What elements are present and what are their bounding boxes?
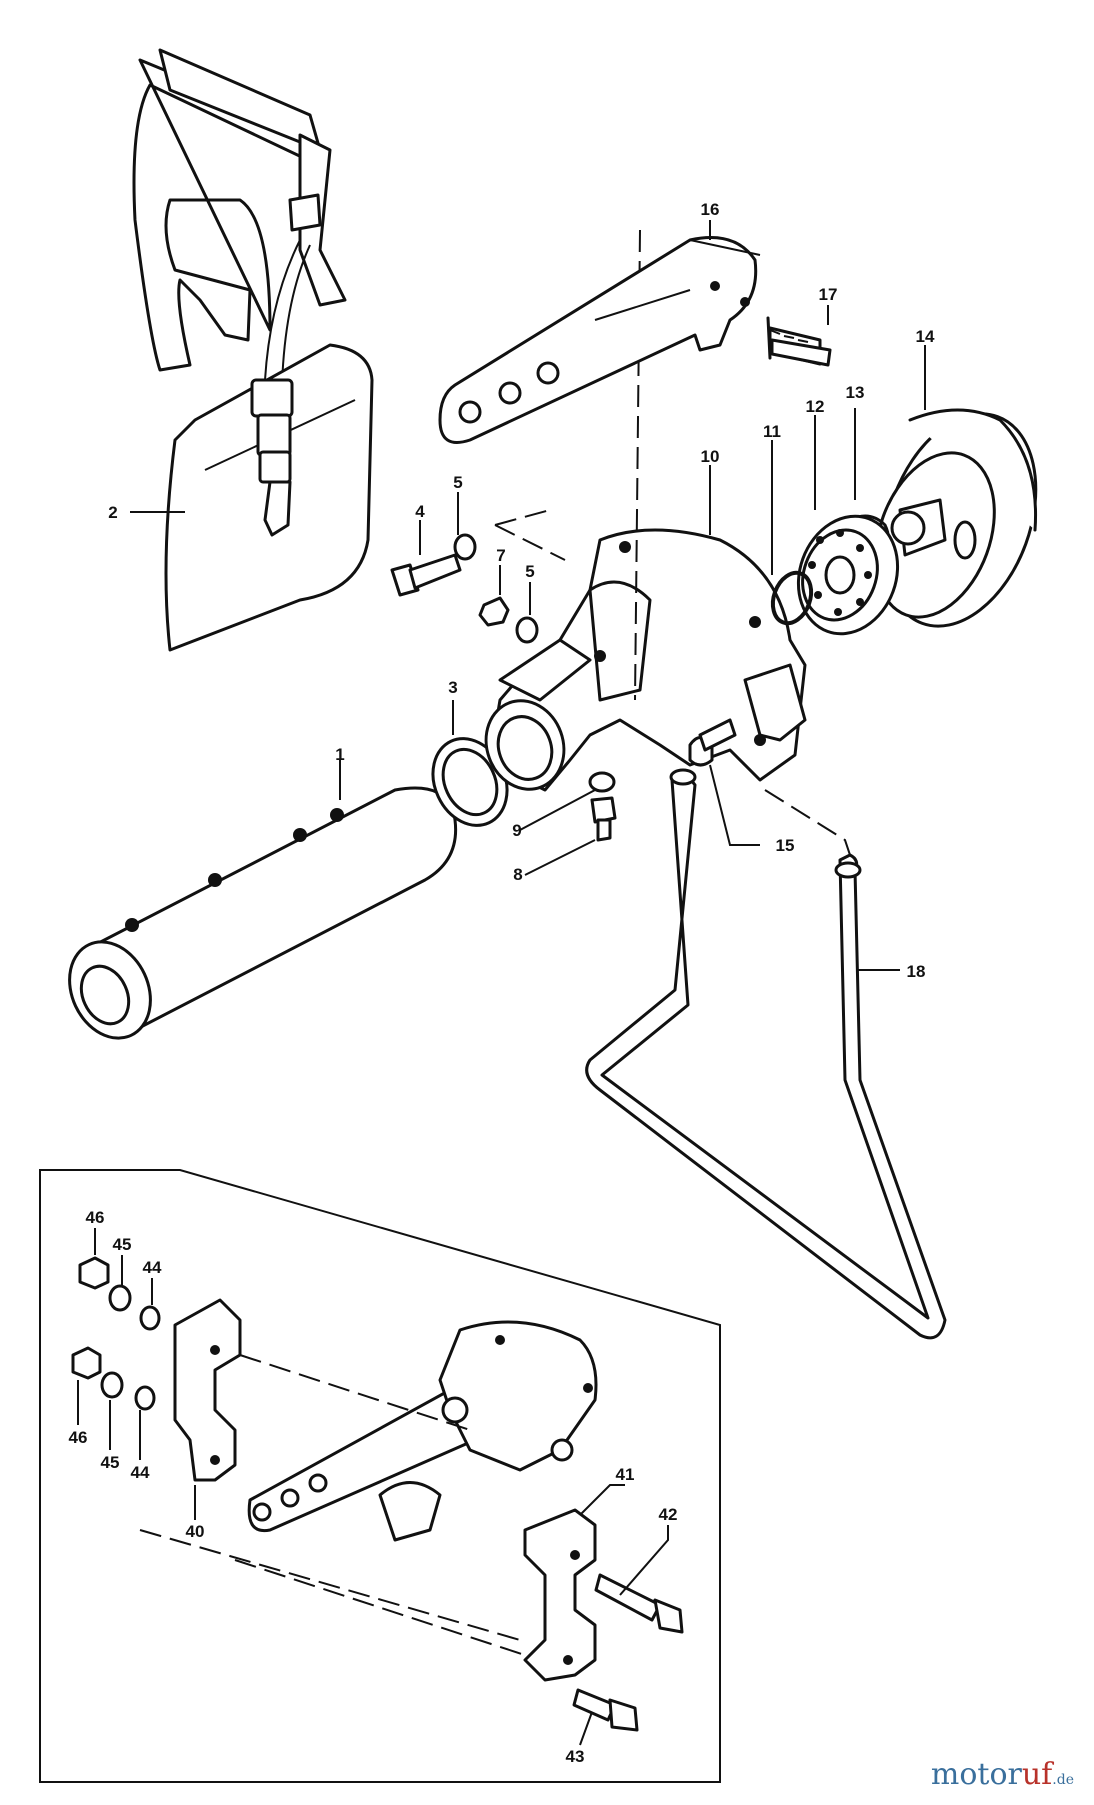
- inset-frame: [39, 1169, 721, 1783]
- watermark-motor: motor: [930, 1757, 1022, 1792]
- callout-14: 14: [916, 327, 935, 346]
- snap-ring: [770, 440, 814, 626]
- callout-7: 7: [496, 546, 505, 565]
- nut-7: [478, 565, 510, 627]
- callout-44b: 44: [131, 1463, 150, 1482]
- callout-17: 17: [819, 285, 838, 304]
- washer-5b: [515, 582, 539, 644]
- callout-45a: 45: [113, 1235, 132, 1254]
- callout-9: 9: [512, 821, 521, 840]
- o-ring: [431, 700, 509, 827]
- watermark-uf: uf: [1021, 1757, 1053, 1792]
- callout-46a: 46: [86, 1208, 105, 1227]
- harness-strap: [130, 48, 374, 652]
- inset-hardware: [71, 1228, 161, 1460]
- clutch-drum: [874, 345, 1038, 628]
- watermark-logo: motoruf.de: [931, 1757, 1074, 1792]
- callout-15: 15: [776, 836, 795, 855]
- callout-4: 4: [415, 502, 425, 521]
- washer-5a: [453, 492, 477, 561]
- handle-bar: [585, 768, 947, 1340]
- bolt-4: [390, 520, 462, 597]
- callout-46b: 46: [69, 1428, 88, 1447]
- bolt-15: [688, 718, 760, 846]
- bolt-43: [572, 1688, 639, 1746]
- callout-12: 12: [806, 397, 825, 416]
- shaft-tube: [68, 760, 458, 1040]
- callout-3: 3: [448, 678, 457, 697]
- callout-5a: 5: [453, 473, 462, 492]
- washer-9: [519, 771, 616, 831]
- callout-5b: 5: [525, 562, 534, 581]
- callout-13: 13: [846, 383, 865, 402]
- callout-44a: 44: [143, 1258, 162, 1277]
- watermark-suffix: .de: [1052, 1772, 1074, 1788]
- callout-11: 11: [763, 422, 781, 441]
- bearing: [796, 415, 900, 636]
- callout-10: 10: [701, 447, 720, 466]
- bolt-17: [766, 305, 832, 367]
- callout-2: 2: [108, 503, 117, 522]
- clamp-41: [523, 1484, 625, 1682]
- callout-40: 40: [186, 1522, 205, 1541]
- callout-45b: 45: [101, 1453, 120, 1472]
- callout-8: 8: [513, 865, 522, 884]
- callout-18: 18: [907, 962, 926, 981]
- callout-43: 43: [566, 1747, 585, 1766]
- bolt-42: [594, 1525, 684, 1634]
- arm-bracket: [438, 220, 761, 444]
- callout-1: 1: [335, 745, 344, 764]
- callout-16: 16: [701, 200, 720, 219]
- clamp-40: [173, 1298, 242, 1520]
- callout-41: 41: [616, 1465, 635, 1484]
- callout-42: 42: [659, 1505, 678, 1524]
- inset-assembly: [247, 1320, 598, 1542]
- screw-8: [524, 796, 617, 876]
